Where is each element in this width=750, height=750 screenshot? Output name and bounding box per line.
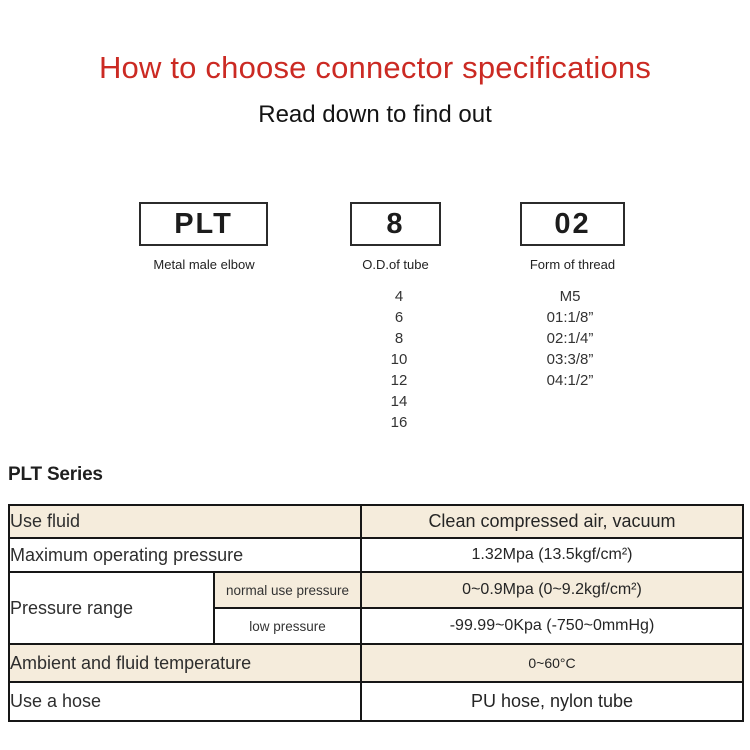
code-box-tube-size-text: 8 bbox=[386, 207, 405, 240]
spec-row-hose: Use a hose PU hose, nylon tube bbox=[8, 681, 744, 722]
tube-option-list: 4 6 8 10 12 14 16 bbox=[329, 286, 469, 433]
page-subtitle: Read down to find out bbox=[258, 101, 492, 128]
code-box-tube-size: 8 bbox=[350, 202, 441, 246]
spec-value-use-fluid: Clean compressed air, vacuum bbox=[360, 504, 744, 539]
tube-option: 14 bbox=[390, 393, 408, 410]
spec-label-pressure-range: Pressure range bbox=[8, 571, 215, 645]
code-box-tube-size-label: O.D.of tube bbox=[362, 257, 429, 272]
spec-row-normal-pressure: Pressure range normal use pressure 0~0.9… bbox=[8, 571, 744, 645]
thread-option: M5 bbox=[559, 288, 581, 305]
tube-option: 8 bbox=[394, 330, 404, 347]
spec-label-use-fluid: Use fluid bbox=[8, 504, 362, 539]
spec-row-use-fluid: Use fluid Clean compressed air, vacuum bbox=[8, 504, 744, 539]
tube-option: 12 bbox=[390, 372, 408, 389]
tube-option: 4 bbox=[394, 288, 404, 305]
code-box-series-label: Metal male elbow bbox=[153, 257, 255, 272]
code-box-thread-form-text: 02 bbox=[554, 207, 591, 240]
spec-value-low-pressure: -99.99~0Kpa (-750~0mmHg) bbox=[360, 607, 744, 645]
series-heading: PLT Series bbox=[8, 464, 103, 485]
code-box-thread-form-label: Form of thread bbox=[529, 257, 616, 272]
spec-label-temperature: Ambient and fluid temperature bbox=[8, 643, 362, 683]
spec-value-max-pressure: 1.32Mpa (13.5kgf/cm²) bbox=[360, 537, 744, 573]
tube-option: 16 bbox=[390, 414, 408, 431]
spec-value-normal-pressure: 0~0.9Mpa (0~9.2kgf/cm²) bbox=[360, 571, 744, 609]
spec-sublabel-normal-pressure: normal use pressure bbox=[213, 571, 362, 609]
thread-option-list: M5 01:1/8” 02:1/4” 03:3/8” 04:1/2” bbox=[500, 286, 640, 391]
spec-row-temperature: Ambient and fluid temperature 0~60°C bbox=[8, 643, 744, 683]
spec-value-temperature: 0~60°C bbox=[360, 643, 744, 683]
spec-sublabel-low-pressure: low pressure bbox=[213, 607, 362, 645]
spec-row-max-pressure: Maximum operating pressure 1.32Mpa (13.5… bbox=[8, 537, 744, 573]
code-box-series: PLT bbox=[139, 202, 268, 246]
thread-option: 04:1/2” bbox=[546, 372, 594, 389]
thread-option: 01:1/8” bbox=[546, 309, 594, 326]
tube-option: 10 bbox=[390, 351, 408, 368]
tube-option: 6 bbox=[394, 309, 404, 326]
spec-value-hose: PU hose, nylon tube bbox=[360, 681, 744, 722]
spec-table: Use fluid Clean compressed air, vacuum M… bbox=[8, 504, 744, 722]
spec-label-max-pressure: Maximum operating pressure bbox=[8, 537, 362, 573]
code-box-thread-form: 02 bbox=[520, 202, 625, 246]
thread-option: 03:3/8” bbox=[546, 351, 594, 368]
spec-row-low-pressure: low pressure -99.99~0Kpa (-750~0mmHg) bbox=[9, 607, 744, 645]
page-title: How to choose connector specifications bbox=[98, 50, 652, 85]
code-box-series-text: PLT bbox=[174, 207, 233, 240]
thread-option: 02:1/4” bbox=[546, 330, 594, 347]
spec-label-hose: Use a hose bbox=[8, 681, 362, 722]
